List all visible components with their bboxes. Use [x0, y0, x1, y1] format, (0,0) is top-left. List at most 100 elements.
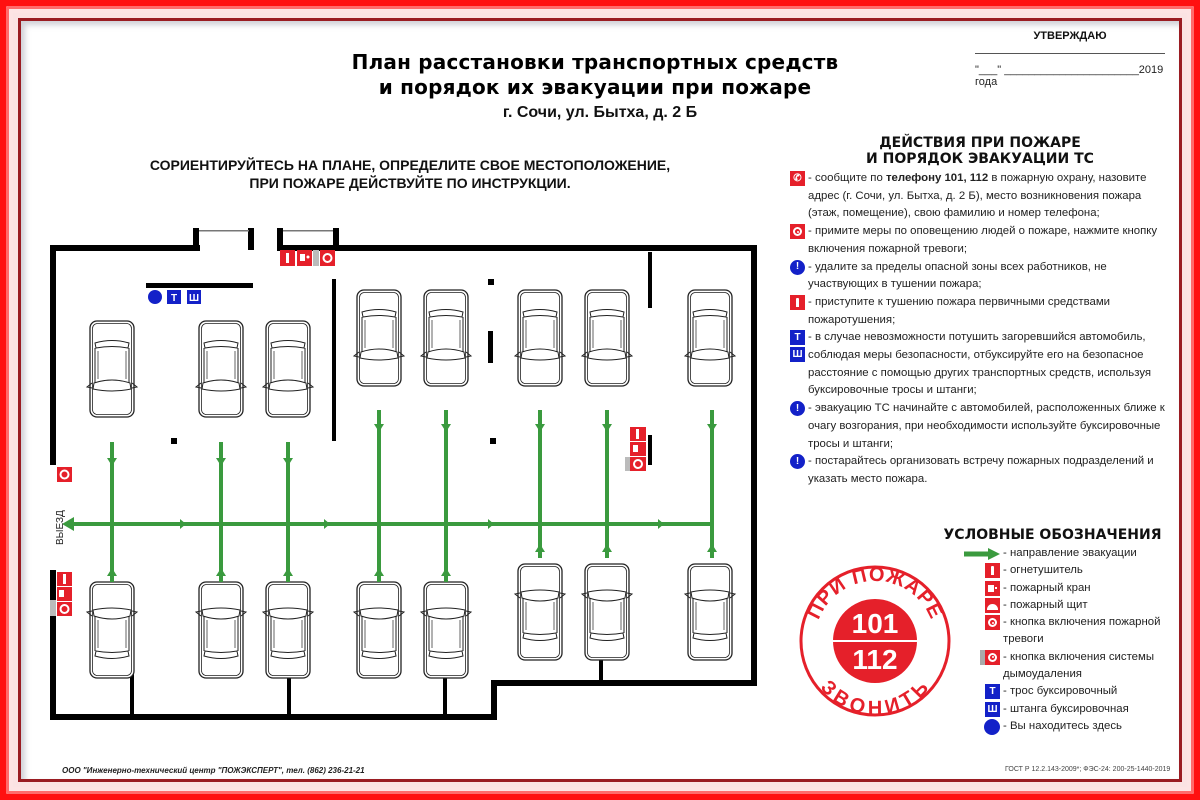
cars-bottom-row: [86, 563, 736, 679]
wall-right-upper: [751, 245, 757, 685]
action-icons: !: [790, 259, 808, 275]
actions-title: ДЕЙСТВИЯ ПРИ ПОЖАРЕ И ПОРЯДОК ЭВАКУАЦИИ …: [810, 135, 1150, 167]
warning-icon: !: [790, 401, 805, 417]
wall-bottom-right: [491, 680, 757, 686]
legend-label: - пожарный щит: [1003, 598, 1088, 611]
action-text: - приступите к тушению пожара первичными…: [808, 295, 1111, 326]
action-item: ✆- сообщите по телефону 101, 112 в пожар…: [790, 170, 1175, 223]
legend-item: - пожарный щит: [965, 597, 1175, 614]
wall-door-top-line: [199, 230, 249, 232]
action-text: - в случае невозможности потушить загоре…: [808, 331, 1152, 397]
wall-door-right2: [333, 228, 339, 250]
fire-alarm-button-icon: [790, 224, 805, 240]
legend-label: - огнетушитель: [1003, 564, 1083, 577]
orientation-instruction: СОРИЕНТИРУЙТЕСЬ НА ПЛАНЕ, ОПРЕДЕЛИТЕ СВО…: [120, 156, 700, 192]
wall-door-top-line2: [283, 230, 333, 232]
fire-equipment-left-lower: [50, 572, 72, 616]
car-bottom-6: [514, 563, 566, 661]
action-item: !- эвакуацию ТС начинайте с автомобилей,…: [790, 400, 1175, 453]
legend-item: - пожарный кран: [965, 580, 1175, 597]
column-3: [490, 438, 496, 444]
legend-item: - направление эвакуации: [964, 545, 1175, 562]
action-item: - примите меры по оповещению людей о пож…: [790, 223, 1175, 258]
wall-inner-post-1: [332, 279, 336, 441]
car-top-7: [581, 289, 633, 387]
evac-exit-arrowhead: [62, 517, 74, 531]
car-bottom-1: [86, 581, 138, 679]
approval-title: УТВЕРЖДАЮ: [1033, 30, 1107, 42]
smoke-removal-button-icon: [980, 649, 1000, 665]
legend-item: - Вы находитесь здесь: [965, 718, 1175, 735]
car-top-4: [353, 289, 405, 387]
footer-company: ООО "Инженерно-технический центр "ПОЖЭКС…: [62, 766, 365, 775]
action-text: - эвакуацию ТС начинайте с автомобилей, …: [808, 402, 1165, 450]
car-bottom-2: [195, 581, 247, 679]
you-are-here-marker: Т Ш: [148, 290, 201, 304]
fire-equipment-top: [280, 250, 335, 266]
car-bottom-8: [684, 563, 736, 661]
approval-signature-line: [975, 53, 1165, 54]
car-bottom-3: [262, 581, 314, 679]
title-line-2: и порядок их эвакуации при пожаре: [378, 75, 812, 99]
action-text: - сообщите по телефону 101, 112 в пожарн…: [808, 172, 1147, 220]
emergency-call-stamp: ПРИ ПОЖАРЕ ЗВОНИТЬ 101 112: [799, 564, 951, 718]
footer-standard: ГОСТ Р 12.2.143-2009*; ФЭС-24: 200-25-14…: [1005, 766, 1171, 773]
fire-shield-icon: [985, 597, 1000, 613]
orient-line-1: СОРИЕНТИРУЙТЕСЬ НА ПЛАНЕ, ОПРЕДЕЛИТЕ СВО…: [149, 157, 671, 173]
stamp-number-112: 112: [852, 644, 897, 675]
legend-item: - кнопка включения пожарной тревоги: [965, 614, 1175, 649]
action-icons: !: [790, 453, 808, 470]
legend-item: - огнетушитель: [965, 562, 1175, 579]
car-top-1: [86, 320, 138, 418]
wall-left-lower: [50, 570, 56, 720]
fire-alarm-button-icon: [985, 615, 1000, 631]
wall-bottom-left: [50, 714, 496, 720]
action-text: - примите меры по оповещению людей о пож…: [808, 225, 1158, 255]
exit-label: ВЫЕЗД: [55, 510, 66, 545]
extinguisher-icon: [985, 563, 1000, 579]
approval-date-line: "___" ______________________2019 года: [975, 64, 1164, 88]
fire-equipment-right-mid: [625, 427, 646, 471]
wall-door-right: [277, 228, 283, 250]
tow-rope-icon: Т: [985, 684, 1000, 700]
fire-alarm-left-upper: [57, 467, 72, 482]
legend-item: Т- трос буксировочный: [965, 683, 1175, 700]
action-icons: ✆: [790, 170, 808, 186]
legend-label: - трос буксировочный: [1003, 685, 1118, 698]
legend-label: - кнопка включения пожарной тревоги: [1003, 616, 1161, 646]
legend-list: - направление эвакуации - огнетушитель - п…: [964, 545, 1175, 735]
action-item: - приступите к тушению пожара первичными…: [790, 294, 1175, 329]
warning-icon: !: [790, 454, 805, 470]
actions-title-line-2: И ПОРЯДОК ЭВАКУАЦИИ ТС: [866, 151, 1094, 167]
you-are-here-icon: [984, 718, 1000, 735]
stamp-number-101: 101: [852, 608, 899, 639]
action-item: !- постарайтесь организовать встречу пож…: [790, 453, 1175, 488]
wall-bottom-step: [491, 680, 497, 720]
wall-door-left: [193, 228, 199, 250]
column-2: [171, 438, 177, 444]
tow-rope-icon: Т: [790, 330, 805, 346]
action-icons: [790, 223, 808, 240]
legend-label: - Вы находитесь здесь: [1003, 719, 1122, 732]
phone-icon: ✆: [790, 171, 805, 186]
actions-list: ✆- сообщите по телефону 101, 112 в пожар…: [790, 170, 1175, 489]
wall-hydrant-mount: [648, 435, 652, 465]
wall-inner-bar: [146, 283, 253, 288]
legend-label: - штанга буксировочная: [1003, 702, 1129, 715]
legend-item: Ш- штанга буксировочная: [965, 701, 1175, 718]
wall-inner-post-3: [488, 331, 493, 363]
action-item: !- удалите за пределы опасной зоны всех …: [790, 259, 1175, 294]
action-text: - удалите за пределы опасной зоны всех р…: [808, 260, 1107, 291]
title-line-1: План расстановки транспортных средств: [351, 50, 839, 74]
car-bottom-7: [581, 563, 633, 661]
tow-bar-icon: Ш: [790, 347, 805, 363]
car-top-3: [262, 320, 314, 418]
wall-top-mid: [277, 245, 757, 251]
svg-text:Т: Т: [171, 293, 177, 304]
orient-line-2: ПРИ ПОЖАРЕ ДЕЙСТВУЙТЕ ПО ИНСТРУКЦИИ.: [249, 175, 571, 191]
actions-title-line-1: ДЕЙСТВИЯ ПРИ ПОЖАРЕ: [879, 135, 1081, 151]
address: г. Сочи, ул. Бытха, д. 2 Б: [502, 104, 698, 121]
